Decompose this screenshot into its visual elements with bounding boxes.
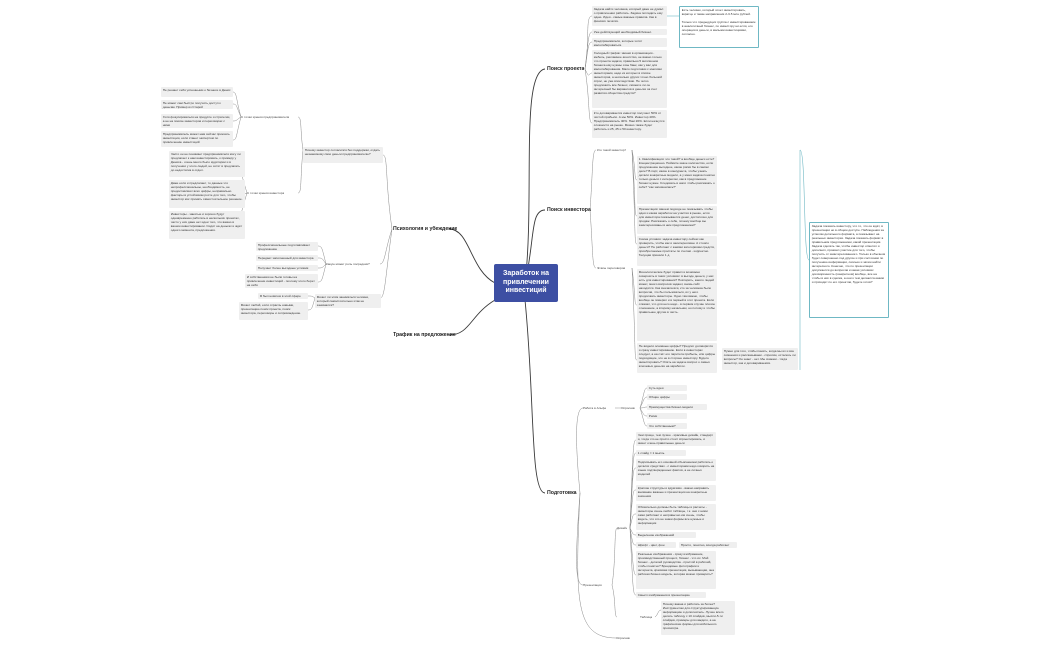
prep-design-item[interactable]: Подписывать его основной объяснением раб… (636, 459, 716, 481)
investor-side-note[interactable]: Нужно для того, чтобы понять, когда мы и… (722, 348, 798, 370)
prep-design-item[interactable]: Чем проще, тем лучше - красивые дизайн, … (636, 432, 716, 446)
prep-alfa-label[interactable]: Работа в Альфе (583, 406, 607, 410)
investor-stage-item[interactable]: Не видели основные цифры? Предлог догово… (637, 343, 717, 373)
psych-entrepreneur-item[interactable]: Не может сам быстро получить доступ к де… (161, 100, 233, 109)
investor-stage-item[interactable]: Монологические будет правил и возможно с… (637, 269, 717, 341)
project-item[interactable]: Кто договаривается инвестор получает 50%… (592, 110, 667, 138)
psych-role-item[interactable]: И собственники не были готовы на привлеч… (245, 274, 318, 288)
investor-big-note: Задача показать инвестору, что то, что о… (809, 222, 889, 318)
prep-design-item[interactable]: Краткие структуры и вдумчиво - важно нап… (636, 485, 716, 501)
psych-entrepreneur-item[interactable]: Не решает себя успешными о бизнесе в Ден… (161, 87, 233, 97)
prep-questionnaire-item[interactable]: Риски (647, 413, 687, 419)
prep-presentation-label[interactable]: Презентация (583, 583, 602, 587)
investor-stages-label[interactable]: Этапы переговоров (597, 266, 626, 270)
investor-who-item[interactable]: Презентация: вашем подходе не показывать… (637, 206, 717, 234)
branch-search-investor[interactable]: Поиск инвестора (547, 207, 591, 213)
psych-q3-item[interactable]: Я был новичок в этой сфере (258, 293, 308, 299)
prep-real-images-item[interactable]: Смысл изображения в презентацию (636, 592, 706, 598)
project-note: Есть человек, который хочет инвестироват… (679, 6, 759, 48)
project-item[interactable]: Уже действующий необходимый бизнес. (592, 29, 667, 35)
psych-q3-item[interactable]: Может любой, если отрасль новыми, презен… (239, 302, 308, 320)
project-item[interactable]: Холодный трафик: звонки в организации - … (592, 50, 667, 108)
branch-psychology[interactable]: Психология и убеждение (393, 226, 458, 232)
branch-traffic[interactable]: Трафик на предложение (393, 332, 456, 338)
branch-search-project[interactable]: Поиск проекта (547, 66, 585, 72)
psych-role-item[interactable]: Получает более выгодные условия (256, 265, 318, 271)
project-item[interactable]: Задача найти человека, который даже не д… (592, 6, 667, 26)
psych-role-item[interactable]: Профессиональные подготавливает предложе… (256, 242, 318, 251)
prep-fonts-note[interactable]: Просто, понятно, всегда работает (679, 542, 737, 548)
psych-entrepreneur-label[interactable]: С точки зрения предпринимателя (241, 115, 290, 119)
psych-investor-item[interactable]: Даже если и предлагают, то данные что не… (169, 180, 245, 208)
prep-table-note[interactable]: Почему важна и работать за более? Инстру… (661, 601, 735, 635)
prep-fonts-item[interactable]: Шрифт - цвет, фон (636, 542, 676, 548)
psych-question-1[interactable]: Почему инвестор согласился без поддержки… (303, 147, 383, 163)
psych-investor-label[interactable]: С точки зрения инвестора (247, 191, 285, 195)
investor-who-label[interactable]: Кто такой инвестор? (597, 148, 627, 152)
prep-design-item[interactable]: 1 слайд = 1 мысль (636, 450, 686, 456)
prep-table-label[interactable]: Таблица (640, 615, 653, 619)
prep-real-images-item[interactable]: Реальные изображения - сразу изображение… (636, 551, 716, 589)
psych-entrepreneur-item[interactable]: Предприниматель может нам сейчас приехат… (161, 131, 233, 147)
psych-entrepreneur-item[interactable]: Хотя фокусироваться на продукте и страте… (161, 114, 233, 128)
psych-investor-item[interactable]: Инвесторы - занятые и хорошо будут однов… (169, 211, 245, 239)
psych-question-3[interactable]: Может ли этим заниматься человек, которы… (315, 294, 381, 308)
prep-questionnaire-item[interactable]: Общие цифры (647, 394, 687, 400)
prep-last-questionnaire[interactable]: Опросник (616, 636, 630, 640)
psych-role-item[interactable]: Передает заполненный для инвестора язык (256, 255, 318, 261)
prep-questionnaire-item[interactable]: Преимущества бизнес-модели (647, 404, 707, 410)
investor-who-item[interactable]: Схема условия: задача инвестору сейчас к… (637, 236, 717, 266)
prep-design-label[interactable]: Дизайн (617, 526, 628, 530)
project-item[interactable]: Предприниматели, которые хотят масштабир… (592, 38, 667, 47)
prep-questionnaire-item[interactable]: Суть идеи (647, 385, 687, 391)
root-topic[interactable]: Заработок на привлечении инвестиций (494, 264, 558, 302)
prep-questionnaire-label[interactable]: Опросник (621, 406, 635, 410)
prep-visual-item[interactable]: Выделение изображений (636, 532, 696, 538)
investor-who-item[interactable]: 1. Квалификация: это такой? а вообще ден… (637, 156, 717, 204)
psych-question-2[interactable]: Какую может роль посредник? (326, 262, 370, 266)
prep-questionnaire-item[interactable]: Что собственным? (647, 423, 687, 429)
branch-preparation[interactable]: Подготовка (547, 490, 577, 496)
psych-investor-item[interactable]: Часто он не понимает предпринимателя мог… (169, 151, 245, 177)
prep-design-item[interactable]: Обязательно должны быть таблицы и расчет… (636, 504, 716, 530)
